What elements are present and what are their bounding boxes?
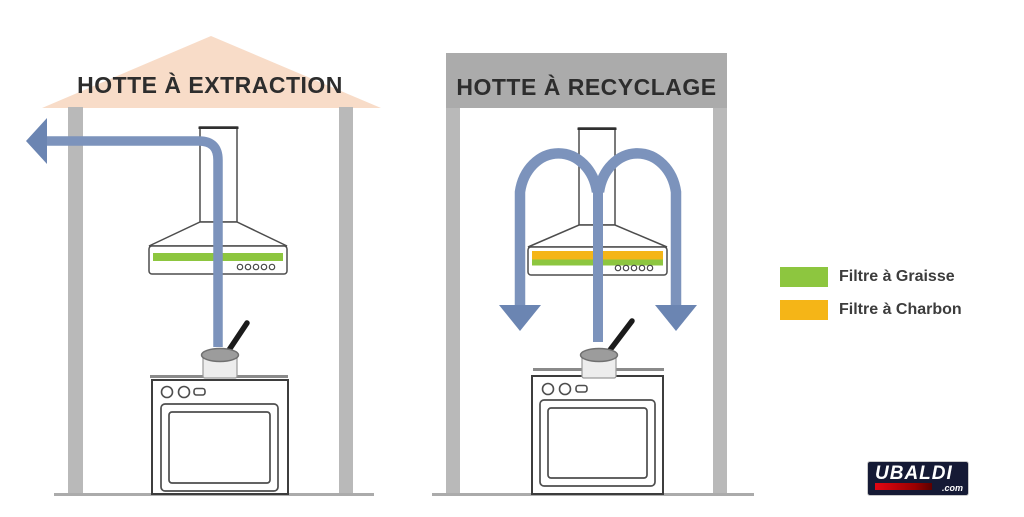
airflow-arc-left — [514, 148, 603, 306]
ubaldi-logo-text: UBALDI — [875, 463, 953, 484]
grease-filter-swatch — [780, 267, 828, 287]
pot-lid — [200, 347, 240, 363]
hood-control-buttons — [236, 263, 276, 271]
wall-pillar-left — [68, 107, 83, 495]
legend-row-charcoal: Filtre à Charbon — [780, 300, 962, 320]
airflow-recycling — [499, 148, 697, 342]
grease-swatch-rect — [780, 267, 828, 287]
oven-display — [575, 384, 588, 393]
legend-row-grease: Filtre à Graisse — [780, 267, 962, 287]
stove — [531, 368, 664, 495]
oven-knob — [541, 382, 555, 396]
extraction-panel — [0, 0, 410, 517]
charcoal-swatch-rect — [780, 300, 828, 320]
recyclage-title: HOTTE À RECYCLAGE — [456, 74, 717, 100]
oven-window — [168, 411, 271, 484]
pot-lid — [579, 347, 619, 363]
stove — [150, 375, 289, 495]
airflow-pipe — [47, 136, 223, 347]
recyclage-diagram — [432, 53, 754, 496]
airflow-arc-right — [593, 148, 682, 306]
grease-filter-label: Filtre à Graisse — [839, 268, 955, 285]
filter-legend: Filtre à Graisse Filtre à Charbon — [780, 267, 962, 333]
charcoal-filter-swatch — [780, 300, 828, 320]
charcoal-filter-label: Filtre à Charbon — [839, 301, 962, 318]
roof — [42, 36, 381, 108]
airflow-arrowhead-left — [26, 118, 47, 164]
extraction-diagram — [26, 36, 381, 496]
pot-handle — [607, 318, 635, 353]
room-frame — [432, 53, 754, 496]
oven-window — [547, 407, 648, 479]
oven-knob — [558, 382, 572, 396]
airflow-arrowhead-down-right — [655, 305, 697, 331]
recyclage-panel — [420, 0, 760, 517]
wall-pillar-right — [713, 108, 727, 495]
extraction-title: HOTTE À EXTRACTION — [77, 72, 343, 98]
pot-handle — [226, 320, 250, 353]
cooking-pot — [200, 320, 250, 379]
airflow-arrowhead-down-left — [499, 305, 541, 331]
ubaldi-logo: UBALDI .com — [867, 461, 969, 496]
hood-control-buttons — [614, 264, 654, 272]
wall-pillar-left — [446, 108, 460, 495]
oven-knob — [160, 385, 174, 399]
ubaldi-logo-suffix: .com — [941, 483, 963, 493]
oven-knob — [177, 385, 191, 399]
airflow-extraction — [26, 118, 223, 347]
title-banner — [446, 53, 727, 108]
oven-display — [193, 387, 206, 396]
wall-pillar-right — [339, 107, 353, 495]
ubaldi-logo-red-bar — [875, 483, 932, 490]
cooking-pot — [579, 318, 635, 379]
